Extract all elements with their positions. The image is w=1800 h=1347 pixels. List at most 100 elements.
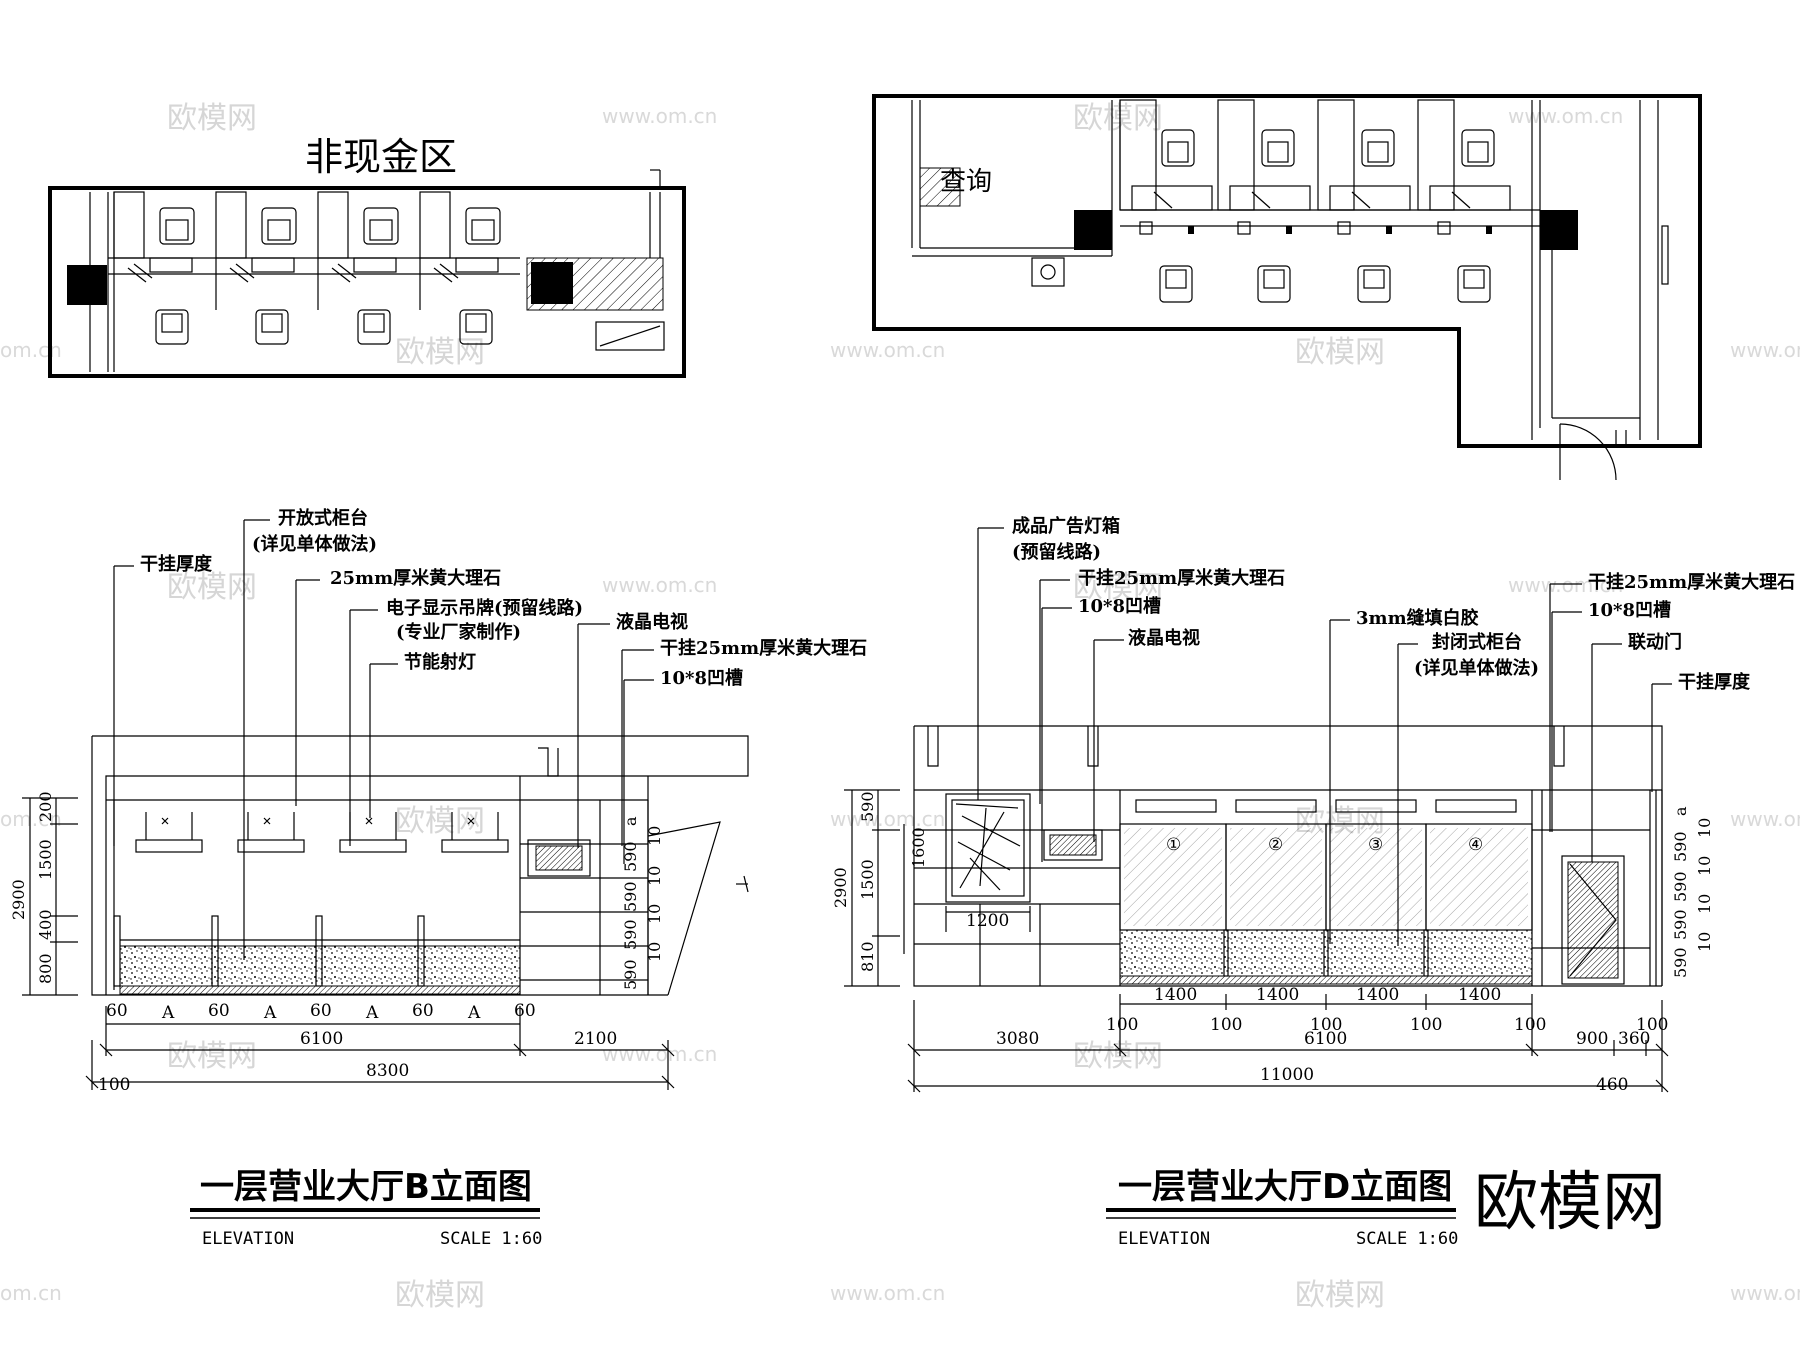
- watermark-url: www.om.cn: [830, 807, 945, 831]
- callout-leaders: [113, 519, 654, 960]
- watermark-brand: 欧模网: [1295, 335, 1385, 370]
- marble-base: [119, 945, 521, 987]
- skirting: [119, 985, 521, 995]
- watermark-url: om.cn: [0, 338, 62, 362]
- callout-cladding-thickness: 干挂厚度: [140, 553, 213, 575]
- watermark-url: www.om.cn: [1508, 104, 1623, 128]
- dim-label: A: [263, 1003, 277, 1023]
- callout-groove-right: 10*8凹槽: [1588, 599, 1671, 621]
- dim-label: 590: [621, 881, 640, 912]
- callout-cladding-thickness: 干挂厚度: [1678, 671, 1751, 693]
- watermark-brand: 欧模网: [1073, 570, 1163, 605]
- counter-posts: [1223, 929, 1429, 977]
- callout-lcd-tv: 液晶电视: [616, 611, 688, 633]
- drawing-title: 一层营业大厅B立面图: [200, 1167, 532, 1207]
- dim-label: 590: [621, 841, 640, 872]
- callout-marble: 25mm厚米黄大理石: [330, 567, 501, 589]
- window-number: ④: [1468, 835, 1483, 855]
- dim-label: 10: [1695, 856, 1714, 876]
- lcd-tv-screen: [1049, 834, 1097, 856]
- dim-label: 10: [1695, 932, 1714, 952]
- watermark-url: www.om.cn: [830, 338, 945, 362]
- callout-led-sign-note: (专业厂家制作): [396, 621, 521, 643]
- callout-leaders: [977, 527, 1672, 946]
- dim-label: 2900: [831, 867, 850, 908]
- dim-label: 10: [1695, 818, 1714, 838]
- watermark-url: www.om.cn: [1730, 338, 1800, 362]
- dim-label: 100: [1106, 1015, 1138, 1035]
- dim-label: 8300: [366, 1061, 409, 1081]
- watermark-brand: 欧模网: [167, 101, 257, 136]
- dim-label: 1400: [1356, 985, 1399, 1005]
- linked-door-panel: [1567, 861, 1619, 979]
- spotlight-icon: [161, 817, 475, 825]
- watermark-url: om.cn: [0, 807, 62, 831]
- watermark-brand: 欧模网: [1073, 1039, 1163, 1074]
- watermark-url: www.om.cn: [602, 1042, 717, 1066]
- dim-label: 100: [98, 1075, 130, 1095]
- dimension-lines-bottom: [907, 994, 1669, 1093]
- callout-closed-counter-note: (详见单体做法): [1414, 657, 1539, 679]
- dim-label: 6100: [300, 1029, 343, 1049]
- callout-groove: 10*8凹槽: [660, 667, 743, 689]
- scale-label: SCALE 1:60: [440, 1229, 542, 1249]
- callout-led-sign: 电子显示吊牌(预留线路): [386, 597, 583, 619]
- plan-hall: 查询: [872, 94, 1702, 481]
- dim-label: 10: [645, 866, 664, 886]
- hatched-wall: [919, 167, 961, 207]
- armchair-icon: [1159, 129, 1495, 303]
- callout-closed-counter: 封闭式柜台: [1432, 631, 1522, 653]
- area-title: 非现金区: [305, 135, 457, 179]
- lcd-tv-screen: [535, 845, 583, 871]
- counter-posts: [113, 915, 425, 987]
- dim-label: 100: [1410, 1015, 1442, 1035]
- watermark-url: www.om.cn: [602, 104, 717, 128]
- query-sign: 查询: [940, 167, 992, 197]
- dim-label: 590: [1671, 831, 1690, 862]
- callout-open-counter: 开放式柜台: [278, 507, 368, 529]
- dim-label: 400: [36, 909, 55, 940]
- drain-fixture: [1040, 264, 1056, 280]
- dim-label: 1200: [966, 911, 1009, 931]
- dim-label: 800: [36, 953, 55, 984]
- lightbox-width-dim: [945, 906, 1031, 932]
- watermark-url: om.cn: [0, 1281, 62, 1305]
- door-swing: [1559, 423, 1617, 481]
- plan-equipment: [595, 321, 665, 351]
- dim-label: a: [621, 816, 640, 826]
- callout-lightbox: 成品广告灯箱: [1012, 515, 1120, 537]
- watermark-brand: 欧模网: [395, 335, 485, 370]
- plan-equipment: [1661, 225, 1669, 285]
- counter-dividers: [113, 191, 499, 310]
- callout-labels: 成品广告灯箱 (预留线路) 干挂25mm厚米黄大理石 10*8凹槽 液晶电视 3…: [1012, 515, 1795, 693]
- lcd-tv: [527, 839, 591, 877]
- dim-label: 100: [1514, 1015, 1546, 1035]
- column: [531, 262, 573, 304]
- closed-counter-windows: [1119, 799, 1533, 931]
- dim-label: 10: [645, 826, 664, 846]
- dim-label: 11000: [1260, 1065, 1314, 1085]
- dim-label: 590: [858, 791, 877, 822]
- watermark-url: www.om.cn: [1730, 1281, 1800, 1305]
- dim-label: 100: [1636, 1015, 1668, 1035]
- ad-lightbox: [945, 793, 1031, 903]
- dim-label: 3080: [996, 1029, 1039, 1049]
- window-number-labels: ① ② ③ ④: [1166, 835, 1483, 855]
- dim-label: 590: [1671, 871, 1690, 902]
- counter-dividers: [1119, 99, 1511, 235]
- brand-logo: 欧模网: [1474, 1166, 1666, 1240]
- dim-label: 10: [1695, 894, 1714, 914]
- drawing-title: 一层营业大厅D立面图: [1118, 1167, 1452, 1207]
- plan-outline: [872, 94, 1702, 448]
- window-number: ①: [1166, 835, 1181, 855]
- window-number: ②: [1268, 835, 1283, 855]
- plan-equipment: [599, 325, 661, 347]
- elevation-d: ① ② ③ ④ 成品广告灯箱 (预留线路) 干挂: [831, 515, 1795, 1249]
- dimension-lines-left: [22, 797, 78, 996]
- dim-label: 1400: [1256, 985, 1299, 1005]
- dim-label: 1500: [36, 839, 55, 880]
- callout-silicone: 3mm缝填白胶: [1356, 607, 1479, 629]
- linked-door-swing: [1569, 863, 1617, 977]
- lcd-tv: [1043, 829, 1103, 861]
